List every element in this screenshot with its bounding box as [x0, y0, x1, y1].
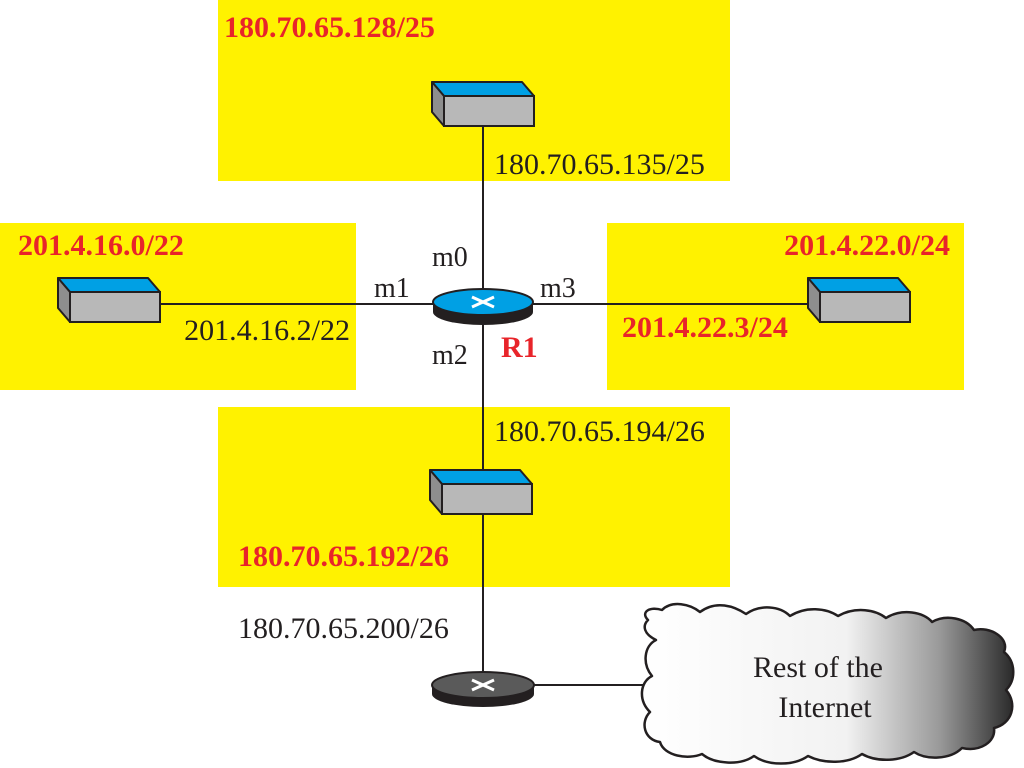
internet-cloud-icon [640, 602, 1015, 765]
switch-north-icon [431, 81, 535, 127]
switch-south-icon [429, 469, 533, 515]
router-r1-label: R1 [501, 331, 538, 364]
network-west-label: 201.4.16.0/22 [18, 229, 184, 262]
internet-label-line2: Internet [778, 691, 872, 724]
internet-label-line1: Rest of the [753, 651, 883, 684]
gateway-address: 180.70.65.200/26 [238, 612, 449, 645]
switch-south-address: 180.70.65.194/26 [494, 415, 705, 448]
interface-m1-label: m1 [374, 273, 410, 304]
interface-m0-label: m0 [432, 242, 468, 273]
switch-north-address: 180.70.65.135/25 [494, 148, 705, 181]
interface-m3-label: m3 [540, 273, 576, 304]
network-south-label: 180.70.65.192/26 [238, 540, 449, 573]
switch-east-address: 201.4.22.3/24 [622, 311, 788, 344]
switch-west-icon [57, 277, 161, 323]
switch-west-address: 201.4.16.2/22 [184, 314, 350, 347]
network-east-label: 201.4.22.0/24 [784, 229, 950, 262]
interface-m2-label: m2 [432, 340, 468, 371]
network-north-label: 180.70.65.128/25 [224, 11, 435, 44]
router-r1-icon [432, 288, 534, 325]
switch-east-icon [807, 277, 911, 323]
gateway-router-icon [431, 671, 535, 707]
links [160, 126, 808, 686]
